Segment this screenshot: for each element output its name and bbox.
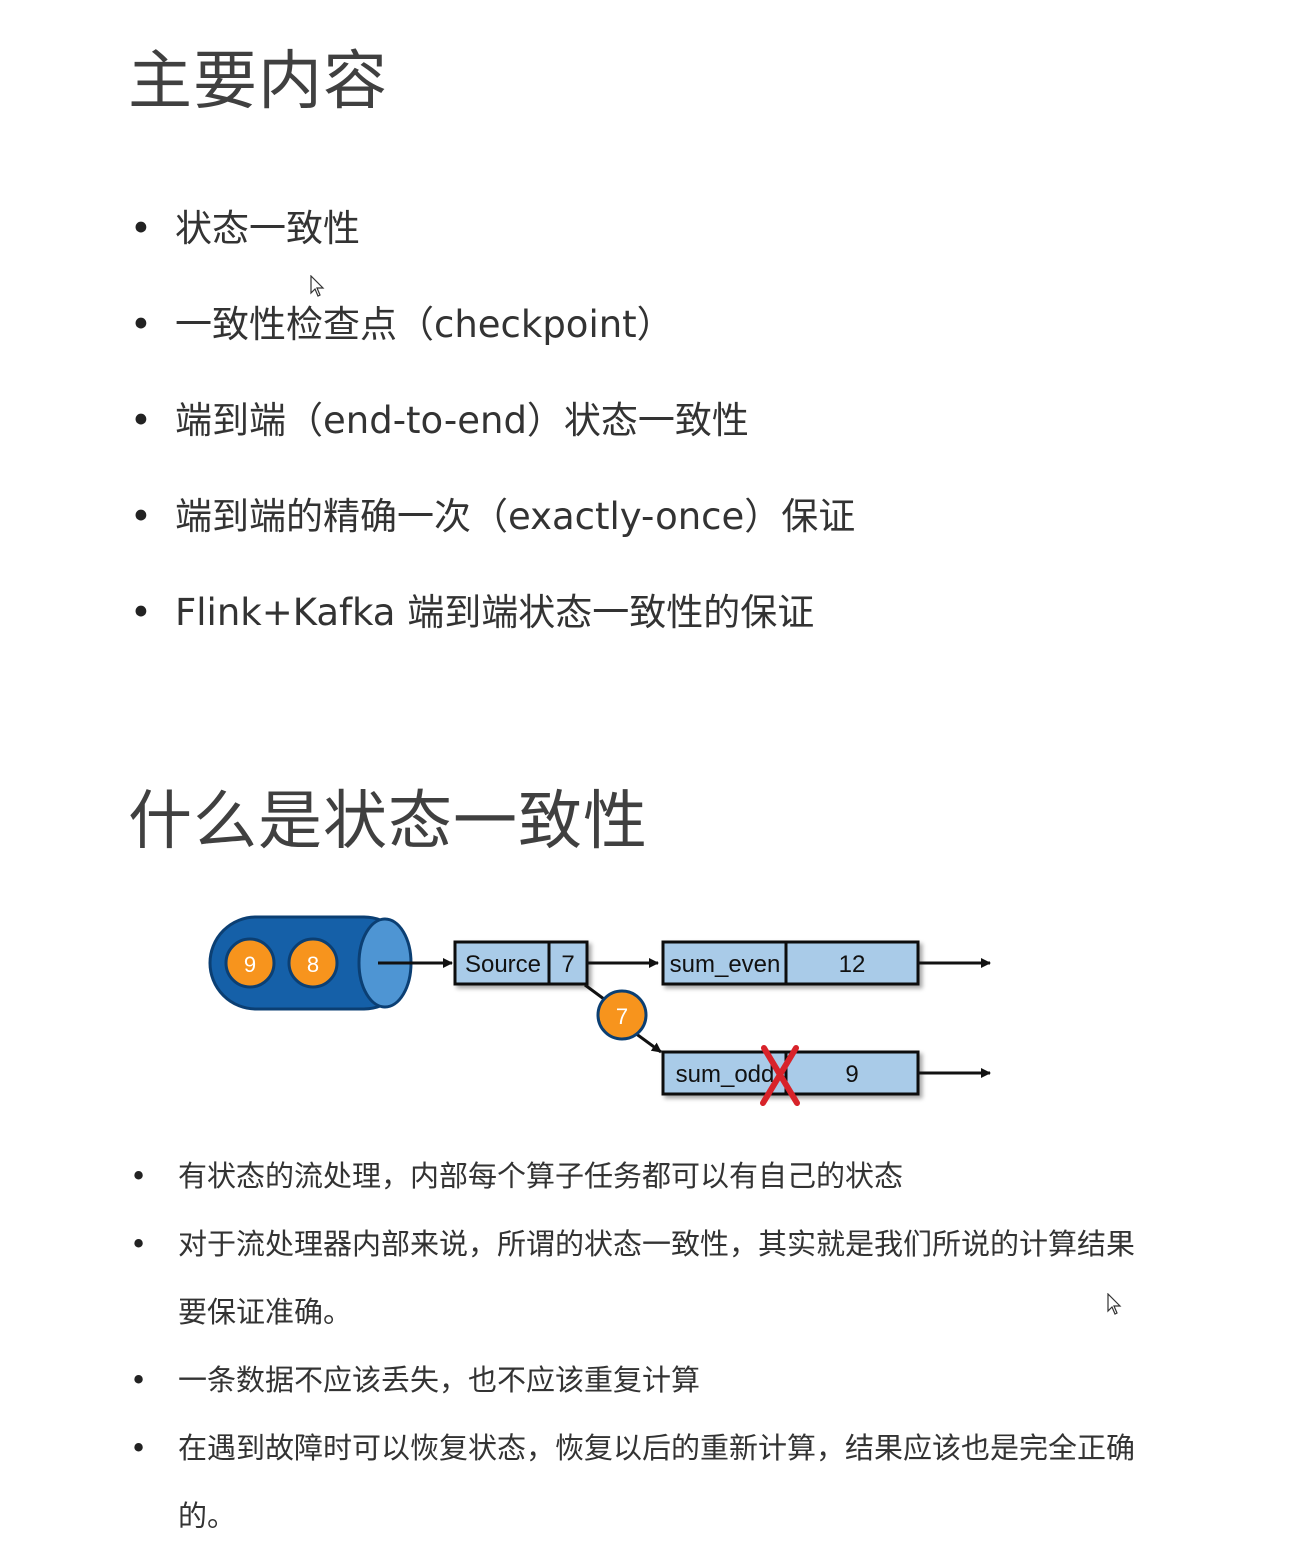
list-item: 一条数据不应该丢失，也不应该重复计算 <box>130 1346 1138 1414</box>
queue-record-label: 8 <box>307 952 319 977</box>
cursor-icon <box>1107 1293 1122 1315</box>
list-item: 一致性检查点（checkpoint） <box>130 306 674 343</box>
list-item: 有状态的流处理，内部每个算子任务都可以有自己的状态 <box>130 1142 1138 1210</box>
list-item: 对于流处理器内部来说，所谓的状态一致性，其实就是我们所说的计算结果要保证准确。 <box>130 1210 1138 1346</box>
section-title-main-content: 主要内容 <box>128 45 388 119</box>
sum-even-label: sum_even <box>670 951 781 978</box>
sum-even-value: 12 <box>839 951 866 978</box>
cursor-icon <box>310 275 325 297</box>
source-label: Source <box>465 951 541 978</box>
sum-odd-value: 9 <box>845 1061 858 1088</box>
arrow <box>634 1031 662 1054</box>
list-item: 端到端的精确一次（exactly-once）保证 <box>130 498 855 535</box>
queue-record <box>224 937 276 989</box>
source-operator <box>453 940 589 986</box>
list-item: Flink+Kafka 端到端状态一致性的保证 <box>130 594 814 631</box>
cross-icon <box>760 1045 800 1106</box>
section-title-state-consistency: 什么是状态一致性 <box>128 785 648 859</box>
list-item: 在遇到故障时可以恢复状态，恢复以后的重新计算，结果应该也是完全正确的。 <box>130 1414 1138 1550</box>
state-consistency-diagram: 9 8 Source 7 sum_even 12 7 sum_odd 9 <box>208 915 991 1106</box>
in-flight-record-label: 7 <box>616 1004 628 1029</box>
queue-record-label: 9 <box>244 952 256 977</box>
list-item: 状态一致性 <box>130 210 360 247</box>
queue-record <box>287 937 339 989</box>
source-value: 7 <box>561 951 574 978</box>
list-item: 端到端（end-to-end）状态一致性 <box>130 402 749 439</box>
sum-odd-label: sum_odd <box>676 1061 775 1088</box>
in-flight-record <box>596 989 648 1041</box>
